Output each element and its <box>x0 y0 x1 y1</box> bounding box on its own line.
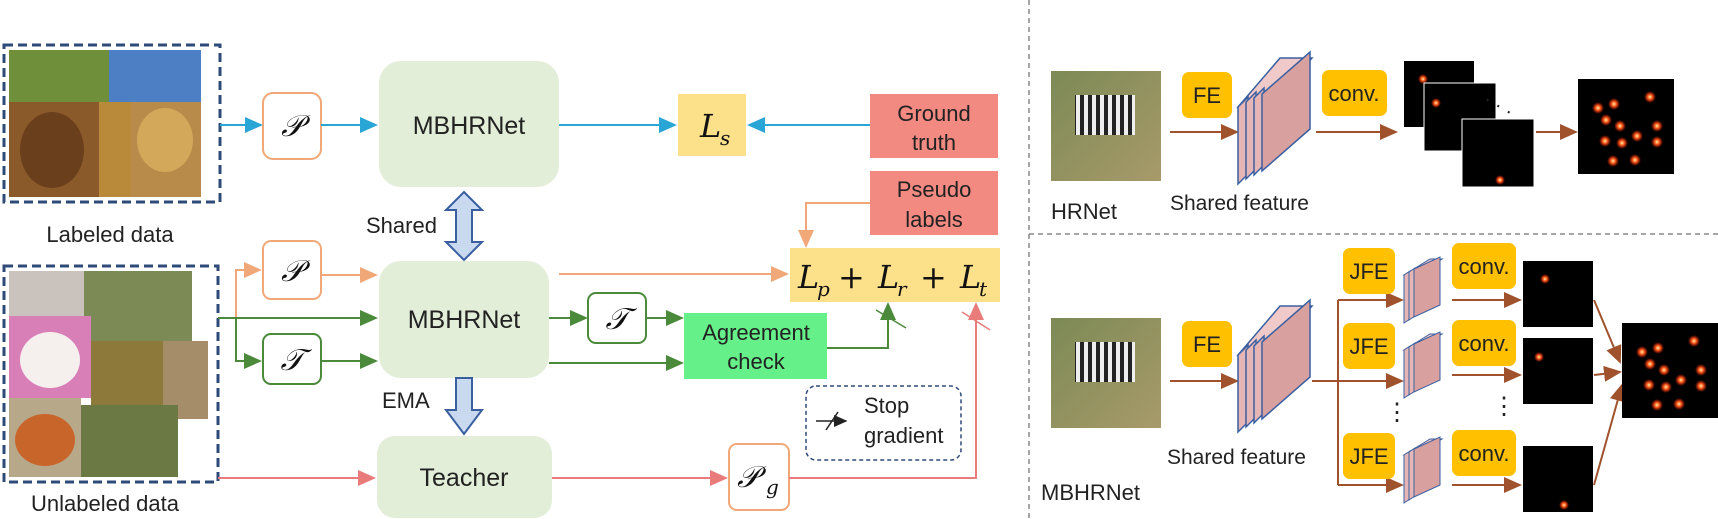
agreement-line1: Agreement <box>702 320 810 345</box>
labeled-data-images <box>2 43 222 204</box>
plus-sign: + <box>920 258 947 296</box>
hrnet-label: HRNet <box>1051 199 1117 224</box>
unlabeled-data-caption: Unlabeled data <box>31 491 180 516</box>
loss-subscript: s <box>720 126 730 150</box>
teacher-block: Teacher <box>377 436 552 518</box>
green-arrows <box>218 302 907 371</box>
fe-label: FE <box>1193 83 1221 108</box>
jfe-box-2: JFE <box>1343 323 1395 369</box>
conv-box-top: conv. <box>1322 70 1387 116</box>
fe-box-top: FE <box>1182 72 1232 118</box>
perturbation-box-mid: 𝒫 <box>262 240 322 300</box>
agreement-check-box: Agreement check <box>684 313 827 379</box>
jfe-box-1: JFE <box>1343 248 1395 294</box>
supervised-loss-box: L s <box>678 94 746 156</box>
loss-r-subscript: r <box>897 277 908 301</box>
mbhrnet-top-block: MBHRNet <box>379 61 559 187</box>
branch-feature-stack-3 <box>1402 436 1444 504</box>
jfe-label: JFE <box>1349 334 1388 359</box>
legend-line2: gradient <box>864 423 944 448</box>
shared-feature-stack-top <box>1236 50 1314 186</box>
stop-gradient-legend: Stop gradient <box>805 385 962 461</box>
merged-heatmap-bottom <box>1622 323 1718 418</box>
branch-feature-stack-1 <box>1402 256 1444 324</box>
ema-label: EMA <box>382 388 430 413</box>
loss-r-symbol: L <box>877 258 899 296</box>
geometric-perturbation-box: 𝒫 g <box>728 443 790 511</box>
transform-box-left: 𝒯 <box>262 333 322 385</box>
conv-label: conv. <box>1459 331 1510 356</box>
branch-heatmap-2 <box>1523 338 1593 404</box>
teacher-label: Teacher <box>420 464 509 492</box>
plus-sign: + <box>838 258 865 296</box>
agreement-line2: check <box>727 349 785 374</box>
ema-arrow <box>444 377 484 436</box>
merge-arrows <box>1593 299 1626 486</box>
loss-t-symbol: L <box>959 258 981 296</box>
conv-label: conv. <box>1329 81 1380 106</box>
combined-loss-box: L p + L r + L t <box>790 248 1000 302</box>
conv-label: conv. <box>1459 441 1510 466</box>
pseudo-labels-line1: Pseudo <box>897 177 972 202</box>
fe-label: FE <box>1193 332 1221 357</box>
hrnet-zebra-image <box>1051 71 1161 181</box>
loss-t-subscript: t <box>979 277 988 301</box>
conv-box-1: conv. <box>1452 243 1516 289</box>
shared-double-arrow <box>443 190 485 262</box>
merged-heatmap-top <box>1578 79 1674 174</box>
ground-truth-line1: Ground <box>897 101 970 126</box>
transform-box-right: 𝒯 <box>587 292 647 344</box>
mbhrnet-bottom-block: MBHRNet <box>379 261 549 378</box>
shared-label: Shared <box>366 213 437 238</box>
mbhrnet-label: MBHRNet <box>1041 480 1140 505</box>
loss-p-subscript: p <box>817 277 830 301</box>
shared-feature-label-top: Shared feature <box>1170 192 1309 215</box>
branch-lines <box>1312 292 1404 493</box>
branch-heatmap-1 <box>1523 261 1593 327</box>
branch-feature-stack-2 <box>1402 331 1444 399</box>
heatmap-stack-top <box>1404 61 1535 188</box>
geo-perturb-subscript: g <box>766 475 779 499</box>
loss-p-symbol: L <box>797 258 819 296</box>
red-arrows <box>218 302 991 486</box>
conv-arrows <box>1452 292 1522 493</box>
mbhrnet-top-label: MBHRNet <box>413 112 526 140</box>
perturbation-box-top: 𝒫 <box>262 92 322 160</box>
pseudo-labels-box: Pseudo labels <box>870 171 998 235</box>
mbhrnet-zebra-image <box>1051 318 1161 428</box>
ground-truth-box: Ground truth <box>870 94 998 158</box>
labeled-data-caption: Labeled data <box>46 222 174 247</box>
conv-box-3: conv. <box>1452 430 1516 476</box>
branch-heatmap-3 <box>1523 446 1593 512</box>
mbhrnet-bottom-label: MBHRNet <box>408 306 521 334</box>
shared-feature-label-bottom: Shared feature <box>1167 446 1306 469</box>
pseudo-labels-line2: labels <box>905 207 962 232</box>
conv-box-2: conv. <box>1452 320 1516 366</box>
jfe-box-3: JFE <box>1343 433 1395 479</box>
fe-box-bottom: FE <box>1182 321 1232 367</box>
shared-feature-stack-bottom <box>1236 298 1314 434</box>
jfe-label: JFE <box>1349 444 1388 469</box>
loss-symbol: L <box>699 107 721 145</box>
legend-line1: Stop <box>864 393 909 418</box>
vdots-jfe: ⋮ <box>1385 399 1409 426</box>
ground-truth-line2: truth <box>912 130 956 155</box>
conv-label: conv. <box>1459 254 1510 279</box>
vdots-conv: ⋮ <box>1492 393 1516 420</box>
unlabeled-data-images <box>2 264 220 484</box>
jfe-label: JFE <box>1349 259 1388 284</box>
